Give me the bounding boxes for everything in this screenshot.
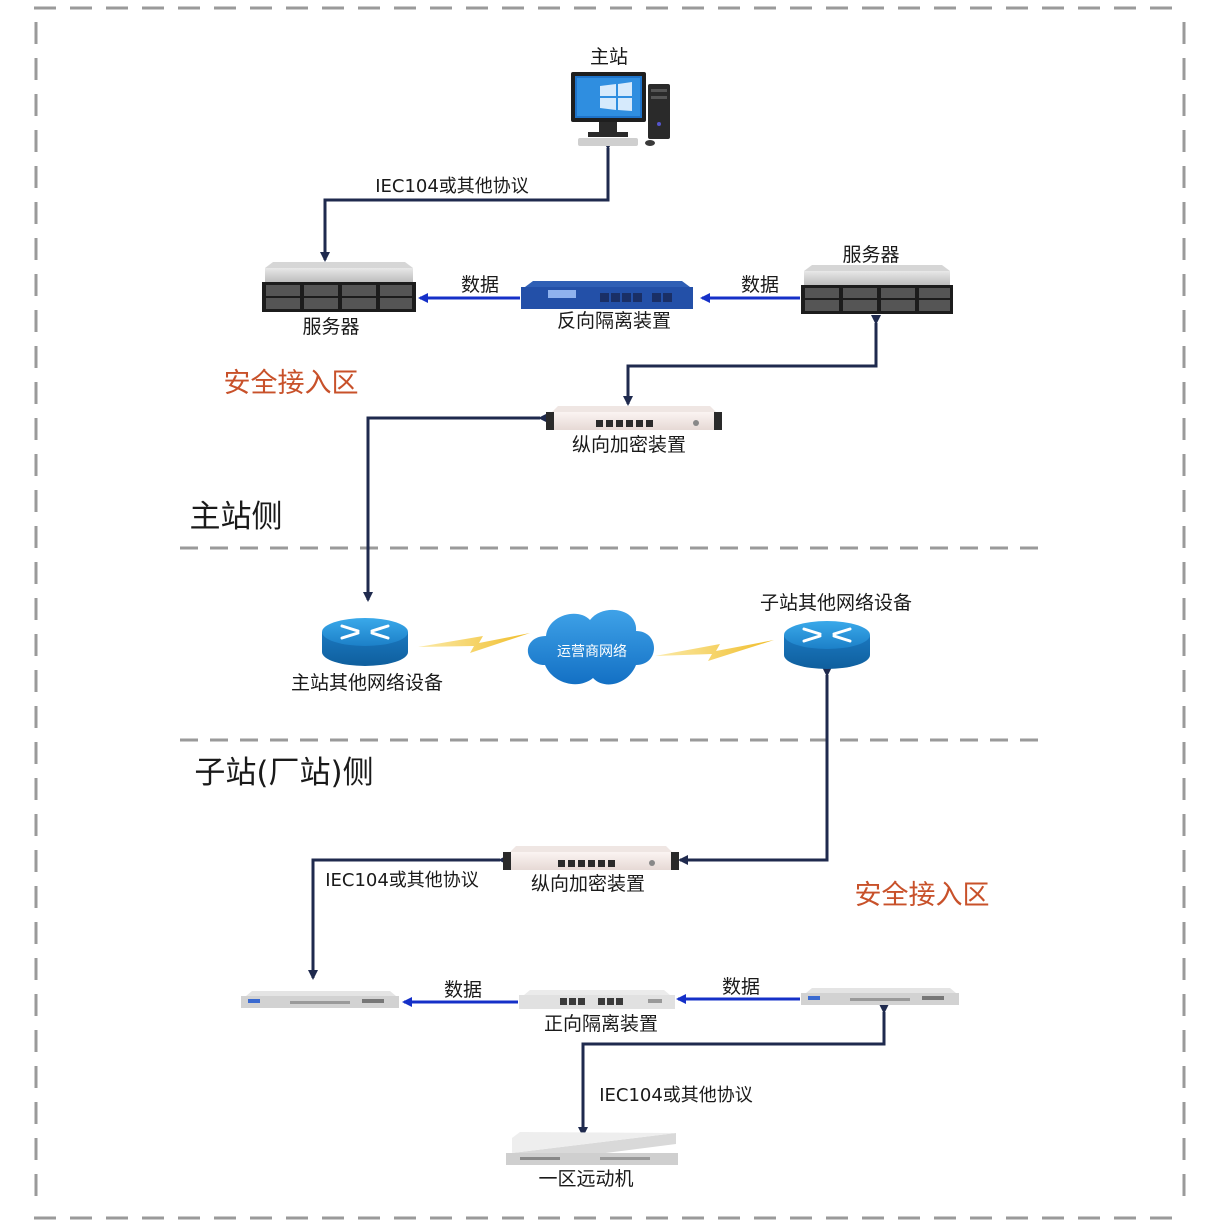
master-computer-icon [571,72,670,146]
safe-zone-label-bottom: 安全接入区 [855,880,990,911]
protocol-label-bottom: IEC104或其他协议 [599,1085,753,1106]
zone1-rtu-label: 一区远动机 [538,1168,633,1190]
router-icon [322,618,408,666]
vertical-encryption-label-bottom: 纵向加密装置 [531,873,645,895]
master-net-device-label: 主站其他网络设备 [291,672,443,694]
rack-server-icon [262,262,416,312]
rack-server-icon [801,265,953,314]
substation-side-label: 子站(厂站)侧 [194,755,373,791]
vertical-encryption-device-icon [503,846,679,870]
connections [308,140,889,1137]
rack-server-icon [241,991,399,1008]
master-station-label: 主站 [590,46,628,68]
reverse-isolation-device-icon [521,281,693,309]
outer-frame [34,6,1186,1220]
router-icon [784,621,870,669]
reverse-isolation-label: 反向隔离装置 [557,310,671,332]
safe-zone-label-top: 安全接入区 [224,368,359,399]
protocol-label-middle: IEC104或其他协议 [325,870,479,891]
protocol-label-top: IEC104或其他协议 [375,176,529,197]
data-label-top-left: 数据 [461,274,499,296]
vertical-encryption-device-icon [546,406,722,430]
master-side-label: 主站侧 [190,499,283,535]
carrier-network-label: 运营商网络 [557,644,627,660]
cloud-icon [527,609,654,685]
lightning-bolt-icon [655,640,774,661]
data-label-bottom-left: 数据 [444,979,482,1001]
substation-net-device-label: 子站其他网络设备 [760,592,912,614]
vertical-encryption-label-top: 纵向加密装置 [572,434,686,456]
server-label-left: 服务器 [302,316,359,338]
rack-server-icon [801,988,959,1005]
forward-isolation-device-icon [519,990,675,1009]
forward-isolation-label: 正向隔离装置 [544,1013,658,1035]
server-label-right: 服务器 [842,244,899,266]
lightning-bolt-icon [418,633,530,653]
rtu-device-icon [506,1132,678,1165]
data-label-bottom-right: 数据 [722,976,760,998]
data-label-top-right: 数据 [741,274,779,296]
